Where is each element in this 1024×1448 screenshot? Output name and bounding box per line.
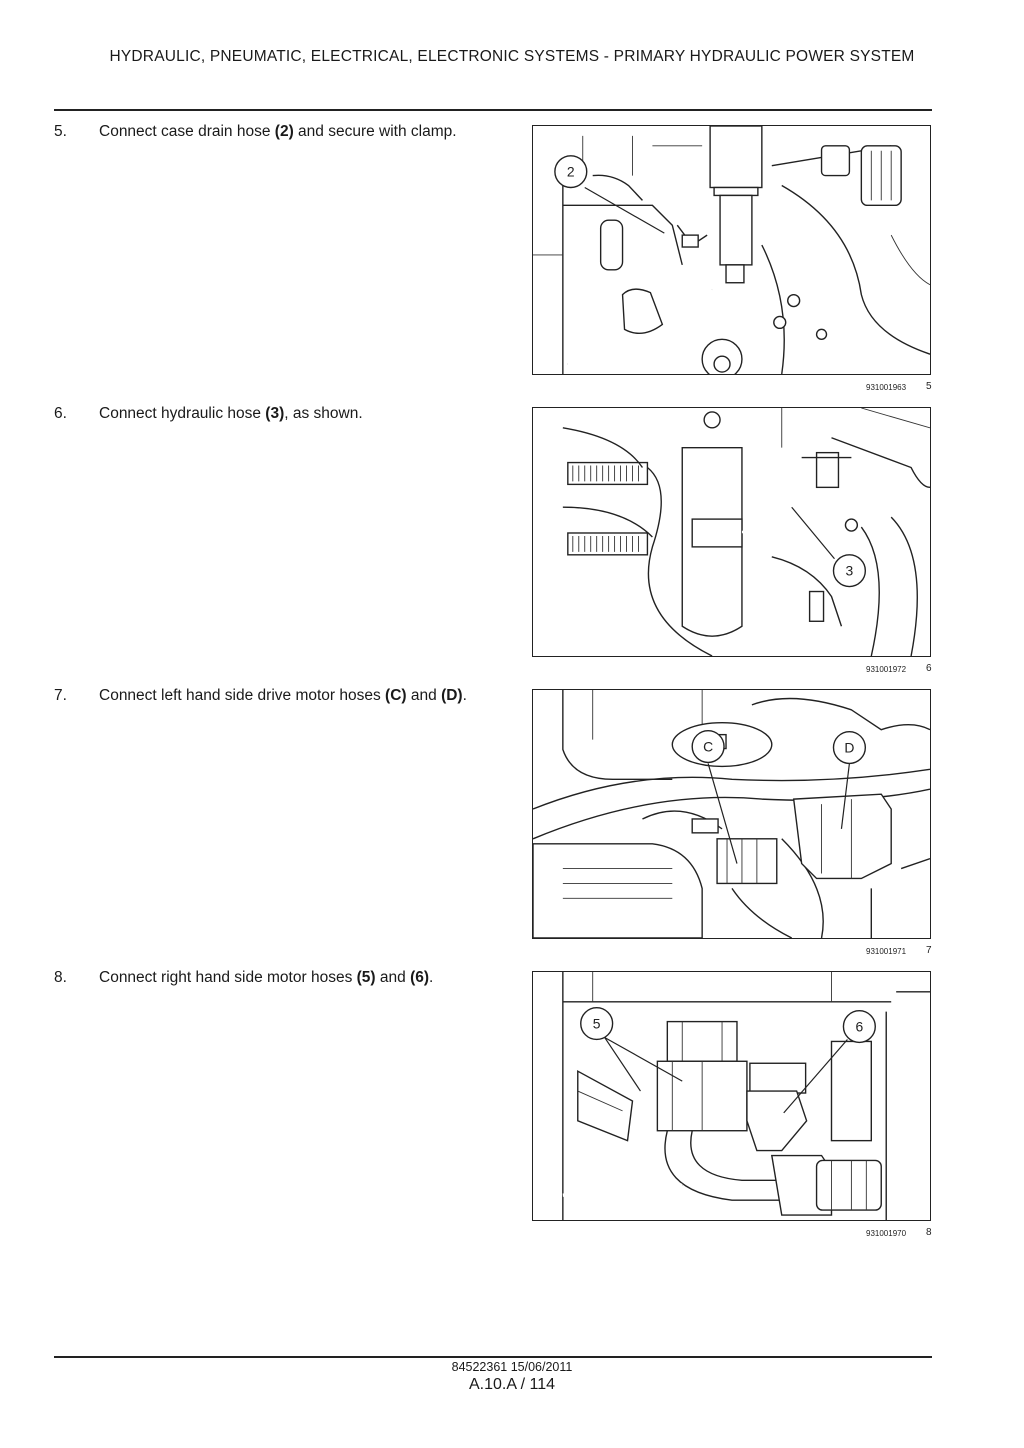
callout-3-label: 3 <box>846 563 854 579</box>
step-number: 6. <box>54 405 67 422</box>
figure-number: 7 <box>926 945 932 956</box>
callout-D-label: D <box>844 740 854 756</box>
figure-code: 931001970 <box>866 1229 907 1238</box>
figure-code: 931001971 <box>866 947 907 956</box>
figure-right-drive-motor-hoses: 5 6 <box>532 971 931 1221</box>
step-number: 5. <box>54 123 67 140</box>
callout-2-label: 2 <box>567 164 575 180</box>
figure-case-drain-hose: 2 <box>532 125 931 375</box>
figure-number: 6 <box>926 663 932 674</box>
figure-number: 8 <box>926 1227 932 1238</box>
figure-number: 5 <box>926 381 932 392</box>
header-rule <box>54 109 932 111</box>
step-text: Connect right hand side motor hoses (5) … <box>99 969 434 986</box>
page-header-title: HYDRAULIC, PNEUMATIC, ELECTRICAL, ELECTR… <box>109 48 915 65</box>
step-text: Connect hydraulic hose (3), as shown. <box>99 405 363 422</box>
footer-doc-info: 84522361 15/06/2011 <box>451 1360 573 1374</box>
footer-rule <box>54 1356 932 1358</box>
step-number: 7. <box>54 687 67 704</box>
callout-6-label: 6 <box>855 1019 863 1035</box>
step-text: Connect case drain hose (2) and secure w… <box>99 123 457 140</box>
figure-code: 931001972 <box>866 665 907 674</box>
callout-C-label: C <box>703 739 713 755</box>
figure-code: 931001963 <box>866 383 907 392</box>
callout-5-label: 5 <box>593 1016 601 1032</box>
footer-page-number: A.10.A / 114 <box>469 1376 555 1393</box>
figure-left-drive-motor-hoses: C D <box>532 689 931 939</box>
step-text: Connect left hand side drive motor hoses… <box>99 687 467 704</box>
figure-hydraulic-hose: 3 <box>532 407 931 657</box>
step-number: 8. <box>54 969 67 986</box>
